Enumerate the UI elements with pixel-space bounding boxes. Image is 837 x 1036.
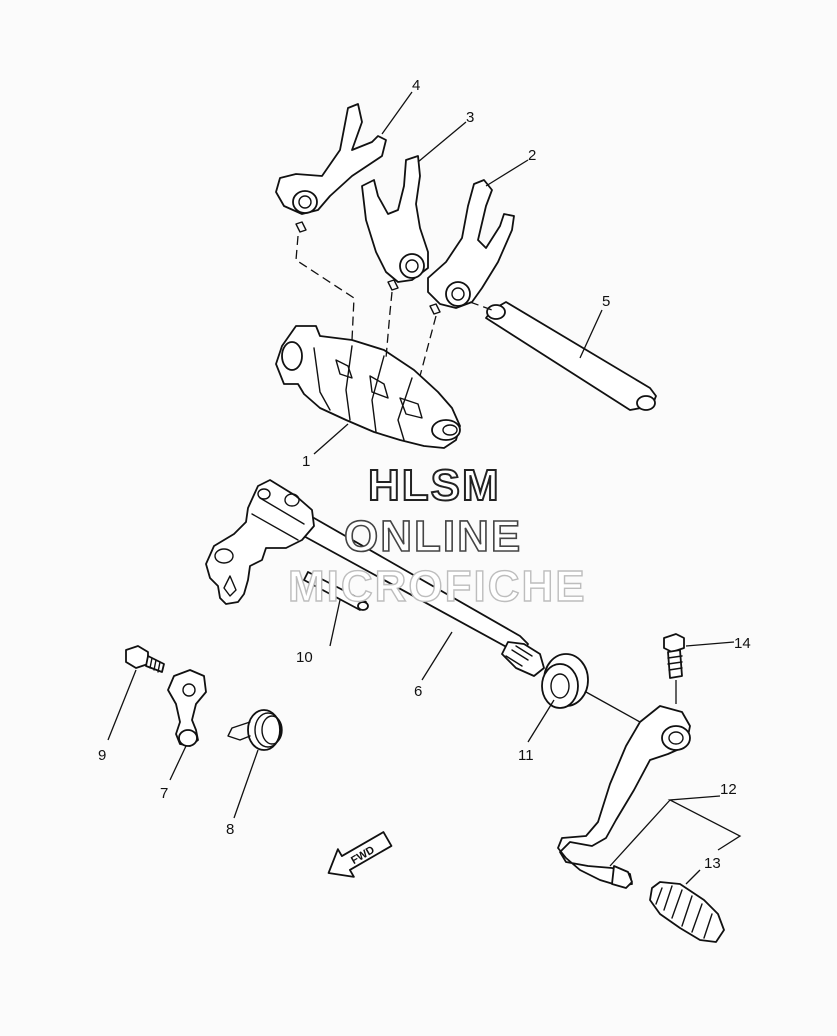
callout-8: 8 xyxy=(226,821,234,838)
fwd-arrow: FWD xyxy=(327,831,393,878)
watermark: HLSM ONLINE MICROFICHE xyxy=(287,460,587,612)
shift-arm[interactable] xyxy=(205,479,315,605)
assembly-line xyxy=(585,691,641,723)
stopper-lever-7[interactable] xyxy=(167,669,207,747)
callout-labels: 4 3 2 5 1 10 6 11 9 7 8 14 12 13 xyxy=(98,77,751,872)
watermark-line2: ONLINE xyxy=(344,512,522,561)
assembly-line xyxy=(385,291,393,359)
callout-13: 13 xyxy=(704,855,721,872)
pin-10[interactable] xyxy=(303,571,369,611)
callout-11: 11 xyxy=(518,747,534,764)
callout-10: 10 xyxy=(296,649,313,666)
callout-2: 2 xyxy=(528,147,536,164)
shift-shaft-6[interactable] xyxy=(299,517,545,677)
shift-drum-1[interactable] xyxy=(275,325,461,449)
callout-7: 7 xyxy=(160,785,168,802)
callout-12: 12 xyxy=(720,781,737,798)
bolt-14[interactable] xyxy=(663,633,685,679)
torsion-spring-8[interactable] xyxy=(227,709,283,751)
shift-fork-3[interactable] xyxy=(361,155,429,291)
callout-1: 1 xyxy=(302,453,310,470)
assembly-line xyxy=(469,301,493,311)
callout-4: 4 xyxy=(412,77,420,94)
callout-14: 14 xyxy=(734,635,751,652)
callout-9: 9 xyxy=(98,747,106,764)
leader-lines xyxy=(107,91,742,885)
assembly-line xyxy=(295,235,355,341)
assembly-line xyxy=(419,315,437,377)
callout-3: 3 xyxy=(466,109,474,126)
watermark-line3: MICROFICHE xyxy=(288,562,587,611)
oil-seal-11[interactable] xyxy=(541,653,589,709)
shift-fork-4[interactable] xyxy=(275,103,387,233)
callout-5: 5 xyxy=(602,293,610,310)
shift-fork-2[interactable] xyxy=(427,179,515,315)
bolt-9[interactable] xyxy=(125,645,165,673)
watermark-line1: HLSM xyxy=(368,461,501,510)
shift-pedal-12[interactable] xyxy=(557,705,691,889)
fork-guide-bar-5[interactable] xyxy=(485,301,657,411)
fwd-label: FWD xyxy=(349,844,377,867)
callout-6: 6 xyxy=(414,683,422,700)
pedal-rubber-13[interactable] xyxy=(649,881,725,943)
